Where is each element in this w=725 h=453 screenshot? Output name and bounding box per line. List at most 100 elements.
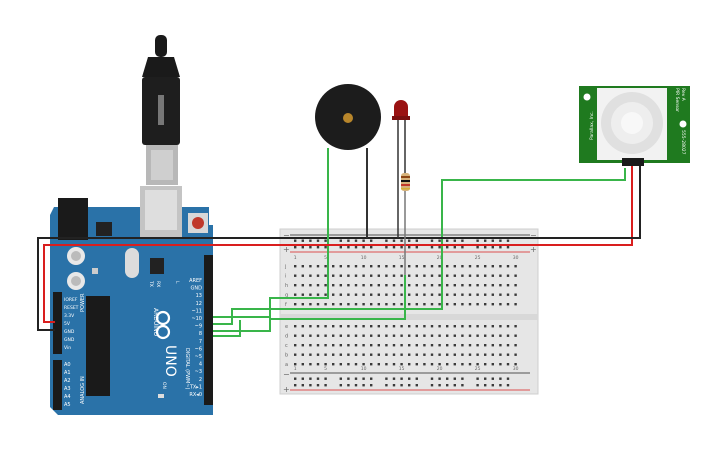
breadboard-hole[interactable] [339,377,342,380]
breadboard-hole[interactable] [385,334,388,337]
breadboard-hole[interactable] [354,246,358,249]
breadboard-hole[interactable] [461,325,464,328]
breadboard-hole[interactable] [400,353,403,356]
breadboard-hole[interactable] [400,384,403,387]
breadboard-hole[interactable] [354,344,358,347]
breadboard-hole[interactable] [514,293,517,296]
breadboard-hole[interactable] [324,384,327,387]
breadboard-hole[interactable] [347,239,350,242]
breadboard-hole[interactable] [294,377,297,380]
breadboard-hole[interactable] [301,353,304,356]
breadboard-hole[interactable] [476,384,479,387]
breadboard-hole[interactable] [484,325,487,328]
breadboard-hole[interactable] [392,293,396,296]
breadboard-hole[interactable] [506,377,510,380]
breadboard-hole[interactable] [499,384,502,387]
breadboard-hole[interactable] [514,334,517,337]
breadboard-hole[interactable] [476,363,479,366]
breadboard-hole[interactable] [301,325,304,328]
breadboard-hole[interactable] [461,353,464,356]
breadboard-hole[interactable] [347,384,350,387]
breadboard-hole[interactable] [316,363,320,366]
breadboard-hole[interactable] [316,384,320,387]
breadboard-hole[interactable] [506,384,510,387]
breadboard-hole[interactable] [430,246,434,249]
breadboard-hole[interactable] [385,377,388,380]
breadboard-hole[interactable] [377,334,380,337]
breadboard-hole[interactable] [514,325,517,328]
breadboard-hole[interactable] [316,334,320,337]
breadboard-hole[interactable] [461,284,464,287]
breadboard-hole[interactable] [316,353,320,356]
breadboard-hole[interactable] [294,384,297,387]
breadboard-hole[interactable] [446,303,449,306]
breadboard-hole[interactable] [332,293,335,296]
breadboard-hole[interactable] [468,265,472,268]
breadboard-hole[interactable] [294,239,297,242]
breadboard-hole[interactable] [385,274,388,277]
breadboard-hole[interactable] [453,246,456,249]
breadboard-hole[interactable] [324,334,327,337]
breadboard-hole[interactable] [392,246,396,249]
breadboard-hole[interactable] [408,334,411,337]
breadboard-hole[interactable] [514,274,517,277]
breadboard-hole[interactable] [514,353,517,356]
breadboard-hole[interactable] [468,293,472,296]
breadboard-hole[interactable] [484,377,487,380]
breadboard-hole[interactable] [339,344,342,347]
breadboard-hole[interactable] [430,303,434,306]
breadboard-hole[interactable] [514,303,517,306]
breadboard-hole[interactable] [430,293,434,296]
breadboard-hole[interactable] [309,344,312,347]
breadboard-hole[interactable] [415,293,418,296]
breadboard-hole[interactable] [476,274,479,277]
breadboard-hole[interactable] [362,344,365,347]
breadboard-hole[interactable] [476,334,479,337]
breadboard-hole[interactable] [499,344,502,347]
breadboard-hole[interactable] [430,239,434,242]
breadboard-hole[interactable] [484,353,487,356]
breadboard-hole[interactable] [385,344,388,347]
breadboard-hole[interactable] [461,377,464,380]
breadboard-hole[interactable] [423,325,426,328]
breadboard-hole[interactable] [438,334,441,337]
breadboard-hole[interactable] [438,325,441,328]
breadboard-hole[interactable] [423,303,426,306]
breadboard-hole[interactable] [316,284,320,287]
breadboard-hole[interactable] [354,325,358,328]
breadboard-hole[interactable] [506,303,510,306]
breadboard-hole[interactable] [491,353,494,356]
breadboard-hole[interactable] [385,325,388,328]
breadboard-hole[interactable] [453,325,456,328]
breadboard-hole[interactable] [430,265,434,268]
breadboard-hole[interactable] [354,265,358,268]
breadboard-hole[interactable] [430,344,434,347]
breadboard-hole[interactable] [408,274,411,277]
breadboard-hole[interactable] [332,325,335,328]
breadboard-hole[interactable] [309,274,312,277]
breadboard-hole[interactable] [370,265,373,268]
breadboard-hole[interactable] [499,284,502,287]
breadboard-hole[interactable] [476,284,479,287]
breadboard-hole[interactable] [362,334,365,337]
breadboard-hole[interactable] [347,325,350,328]
breadboard-hole[interactable] [461,293,464,296]
breadboard-hole[interactable] [362,284,365,287]
breadboard-hole[interactable] [491,334,494,337]
breadboard-hole[interactable] [491,384,494,387]
breadboard-hole[interactable] [415,239,418,242]
breadboard-hole[interactable] [294,265,297,268]
breadboard-hole[interactable] [408,284,411,287]
breadboard-hole[interactable] [324,325,327,328]
breadboard-hole[interactable] [377,293,380,296]
breadboard-hole[interactable] [430,384,434,387]
breadboard-hole[interactable] [370,274,373,277]
breadboard-hole[interactable] [506,246,510,249]
breadboard-hole[interactable] [415,265,418,268]
breadboard-hole[interactable] [385,246,388,249]
breadboard-hole[interactable] [446,293,449,296]
breadboard-hole[interactable] [476,246,479,249]
breadboard-hole[interactable] [377,325,380,328]
breadboard-hole[interactable] [362,325,365,328]
breadboard-hole[interactable] [506,353,510,356]
